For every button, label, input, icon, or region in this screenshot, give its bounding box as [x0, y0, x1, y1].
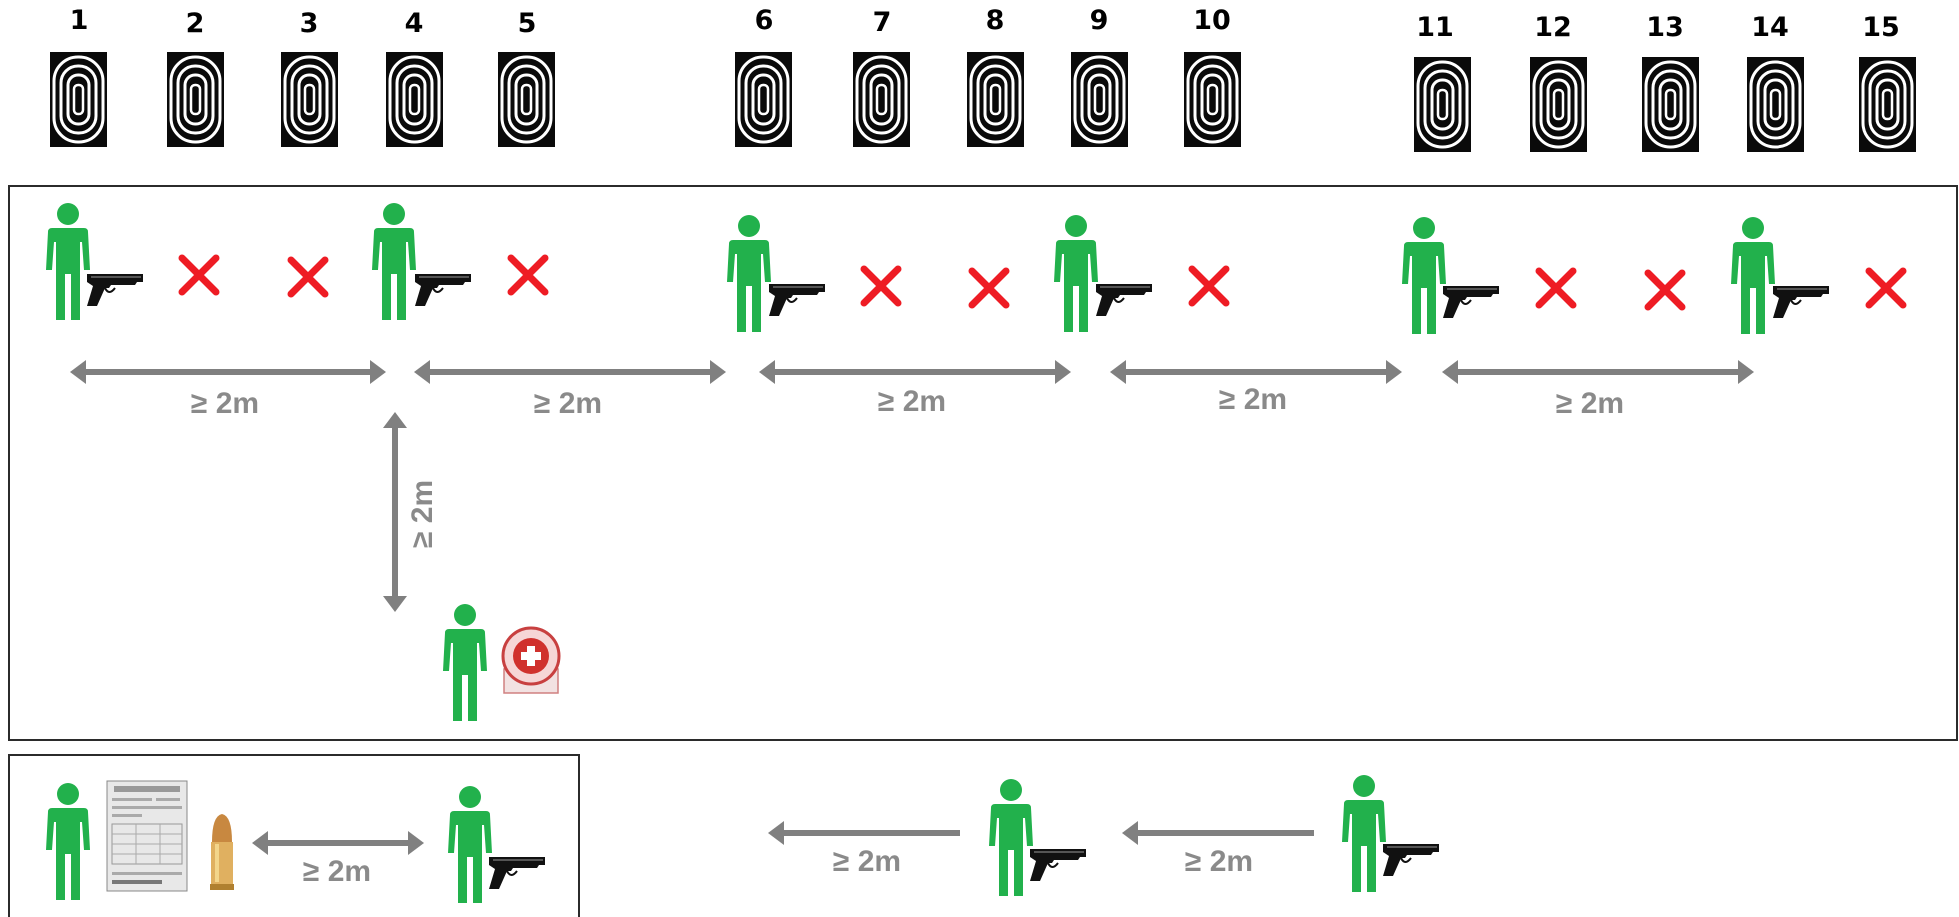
- distance-label: ≥ 2m: [1218, 383, 1288, 416]
- distance-label: ≥ 2m: [190, 387, 260, 420]
- lane-number-1: 1: [69, 5, 89, 36]
- preparation-area-frame: [8, 754, 580, 917]
- x-mark-icon: [176, 252, 222, 298]
- firing-line-frame: [8, 185, 1958, 741]
- lane-number-5: 5: [517, 8, 537, 39]
- x-mark-icon: [505, 252, 551, 298]
- pistol-icon: [413, 268, 473, 308]
- target-icon: [1642, 57, 1699, 152]
- pistol-icon: [1381, 838, 1441, 878]
- target-icon: [386, 52, 443, 147]
- double-arrow-icon: [1110, 360, 1402, 384]
- lane-number-3: 3: [299, 8, 319, 39]
- distance-label: ≥ 2m: [1184, 845, 1254, 878]
- lane-number-10: 10: [1193, 5, 1231, 36]
- target-icon: [1859, 57, 1916, 152]
- lane-number-13: 13: [1646, 12, 1684, 43]
- lane-number-9: 9: [1089, 5, 1109, 36]
- target-icon: [735, 52, 792, 147]
- distance-label-vertical: ≥ 2m: [406, 479, 439, 548]
- left-arrow-icon: [768, 821, 960, 845]
- pistol-icon: [85, 268, 145, 308]
- x-mark-icon: [1642, 267, 1688, 313]
- pistol-icon: [1094, 278, 1154, 318]
- x-mark-icon: [1533, 265, 1579, 311]
- person-icon: [437, 603, 493, 723]
- distance-label: ≥ 2m: [877, 385, 947, 418]
- lane-number-8: 8: [985, 5, 1005, 36]
- lane-number-7: 7: [872, 7, 892, 38]
- x-mark-icon: [1186, 263, 1232, 309]
- target-icon: [498, 52, 555, 147]
- double-arrow-icon: [1442, 360, 1754, 384]
- person-icon: [40, 782, 96, 902]
- target-icon: [1414, 57, 1471, 152]
- left-arrow-icon: [1122, 821, 1314, 845]
- target-icon: [1071, 52, 1128, 147]
- target-icon: [281, 52, 338, 147]
- pistol-icon: [1028, 843, 1088, 883]
- target-icon: [967, 52, 1024, 147]
- x-mark-icon: [285, 254, 331, 300]
- distance-label: ≥ 2m: [302, 855, 372, 888]
- double-arrow-icon: [383, 412, 407, 612]
- distance-label: ≥ 2m: [832, 845, 902, 878]
- target-icon: [50, 52, 107, 147]
- lane-number-12: 12: [1534, 12, 1572, 43]
- double-arrow-icon: [759, 360, 1071, 384]
- x-mark-icon: [966, 265, 1012, 311]
- lane-number-14: 14: [1751, 12, 1789, 43]
- lane-number-11: 11: [1416, 12, 1454, 43]
- target-icon: [1530, 57, 1587, 152]
- double-arrow-icon: [70, 360, 386, 384]
- target-icon: [1184, 52, 1241, 147]
- range-officer-badge-icon: [501, 626, 561, 694]
- target-icon: [167, 52, 224, 147]
- ammunition-icon: [210, 814, 234, 890]
- lane-number-15: 15: [1862, 12, 1900, 43]
- pistol-icon: [487, 851, 547, 891]
- distance-label: ≥ 2m: [533, 387, 603, 420]
- double-arrow-icon: [252, 831, 424, 855]
- pistol-icon: [767, 278, 827, 318]
- lane-number-2: 2: [185, 8, 205, 39]
- lane-number-4: 4: [404, 8, 424, 39]
- score-sheet-icon: [106, 780, 188, 892]
- x-mark-icon: [858, 263, 904, 309]
- pistol-icon: [1441, 280, 1501, 320]
- x-mark-icon: [1863, 265, 1909, 311]
- target-icon: [1747, 57, 1804, 152]
- lane-number-6: 6: [754, 5, 774, 36]
- double-arrow-icon: [414, 360, 726, 384]
- distance-label: ≥ 2m: [1555, 387, 1625, 420]
- target-icon: [853, 52, 910, 147]
- pistol-icon: [1771, 280, 1831, 320]
